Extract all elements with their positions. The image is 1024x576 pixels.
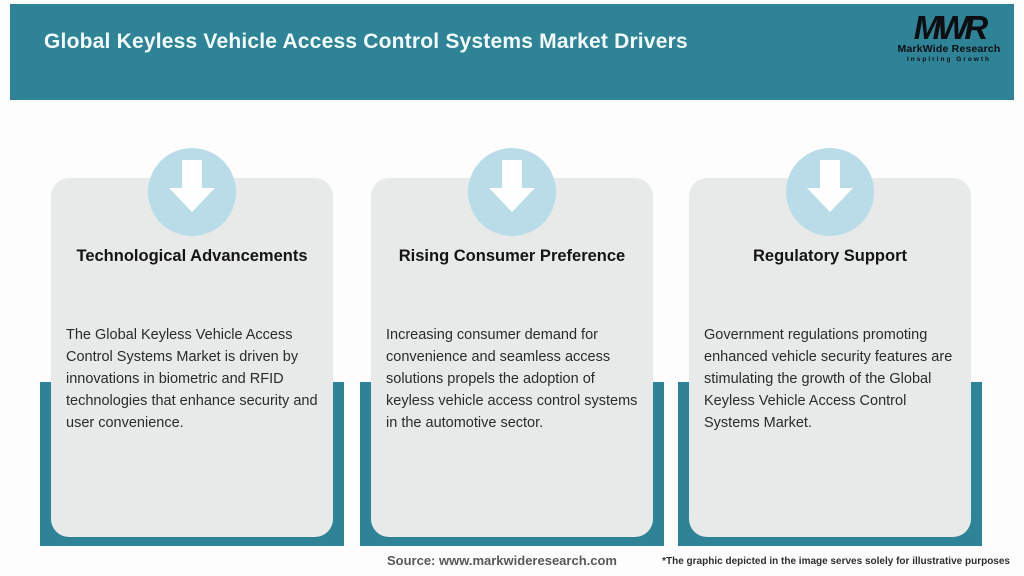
- down-arrow-icon: [468, 148, 556, 236]
- driver-card-regulatory-support: Regulatory Support Government regulation…: [678, 140, 982, 552]
- disclaimer-text: *The graphic depicted in the image serve…: [662, 556, 1010, 567]
- down-arrow-icon: [148, 148, 236, 236]
- driver-card-rising-consumer-preference: Rising Consumer Preference Increasing co…: [360, 140, 664, 552]
- card-title: Rising Consumer Preference: [398, 247, 626, 265]
- card-description: Increasing consumer demand for convenien…: [386, 327, 638, 431]
- down-arrow-icon: [786, 148, 874, 236]
- logo-name: MarkWide Research: [897, 43, 1001, 55]
- card-title: Technological Advancements: [76, 247, 308, 265]
- card-body: [689, 178, 971, 537]
- logo-monogram: MWR: [913, 9, 988, 46]
- card-description: Government regulations promoting enhance…: [704, 327, 953, 431]
- card-body: [51, 178, 333, 537]
- header-bar: Global Keyless Vehicle Access Control Sy…: [10, 4, 1014, 100]
- card-title: Regulatory Support: [752, 247, 907, 265]
- source-text: Source: www.markwideresearch.com: [386, 553, 617, 568]
- card-body: [371, 178, 653, 537]
- card-description: The Global Keyless Vehicle Access Contro…: [66, 327, 318, 431]
- driver-card-technological-advancements: Technological Advancements The Global Ke…: [40, 140, 344, 552]
- markwide-research-logo: MWR MarkWide Research Inspiring Growth: [894, 11, 1004, 64]
- logo-tagline: Inspiring Growth: [907, 56, 991, 63]
- page-title: Global Keyless Vehicle Access Control Sy…: [44, 30, 688, 53]
